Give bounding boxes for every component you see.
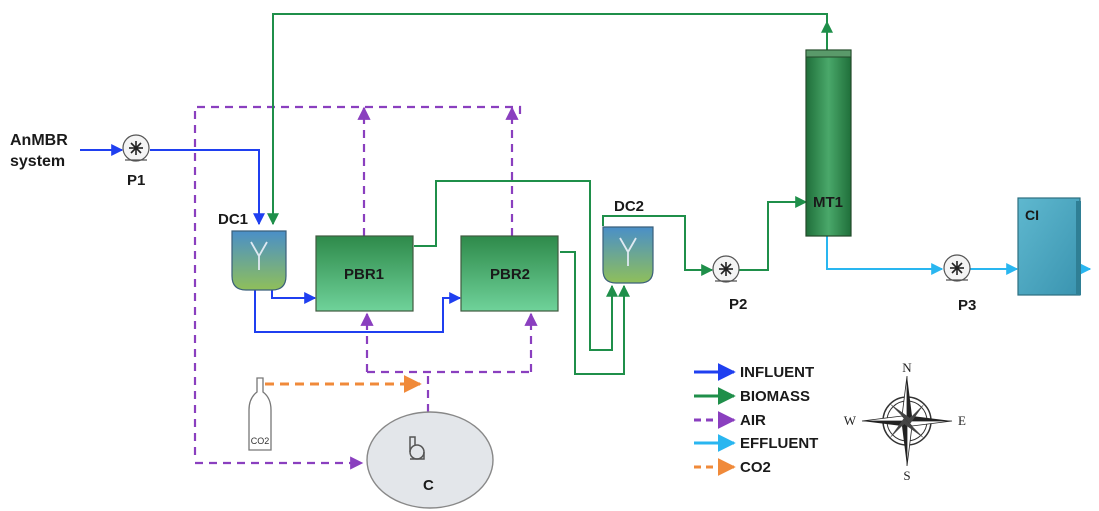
membrane-tank-mt1[interactable]: MT1 xyxy=(805,49,852,237)
legend-item-air: AIR xyxy=(694,411,766,429)
legend-label: AIR xyxy=(740,412,766,429)
pbr2-label: PBR2 xyxy=(490,266,530,283)
biomass-pbr1-to-dc2 xyxy=(414,180,618,351)
decanter-y-icon xyxy=(619,237,637,266)
biomass-pbr2-to-dc2 xyxy=(560,251,630,375)
co2-bottle: CO2 xyxy=(248,377,272,451)
biomass-streams xyxy=(267,13,833,375)
source-label-line2: system xyxy=(10,153,65,170)
biomass-dc2-to-p2 xyxy=(602,215,714,276)
pump-impeller-icon xyxy=(950,261,964,275)
pump-p1-label: P1 xyxy=(127,172,145,189)
decanter-dc2[interactable]: DC2 xyxy=(602,198,654,284)
mt1-label: MT1 xyxy=(813,194,843,211)
compass-n: N xyxy=(902,360,912,375)
legend-label: BIOMASS xyxy=(740,388,810,405)
compressor-c[interactable]: C xyxy=(366,411,494,509)
legend-item-influent: INFLUENT xyxy=(694,363,814,381)
decanter-y-icon xyxy=(250,241,268,270)
pump-impeller-icon xyxy=(719,262,733,276)
pump-p3-label: P3 xyxy=(958,297,976,314)
source-label-line1: AnMBR xyxy=(10,132,68,149)
biomass-recycle-top xyxy=(267,13,828,226)
ci-label: CI xyxy=(1025,207,1039,223)
influent-dc1-to-pbr2 xyxy=(254,286,462,333)
effluent-mt1-to-p3 xyxy=(826,236,944,275)
pump-p1[interactable]: P1 xyxy=(122,134,150,189)
photobioreactor-pbr2[interactable]: PBR2 xyxy=(460,235,559,312)
legend-item-effluent: EFFLUENT xyxy=(694,434,818,452)
dc1-label: DC1 xyxy=(218,211,248,228)
influent-p1-to-dc1 xyxy=(150,149,265,226)
dc2-label: DC2 xyxy=(614,198,644,215)
legend-item-co2: CO2 xyxy=(694,458,771,476)
co2-bottle-label: CO2 xyxy=(251,436,270,446)
air-streams xyxy=(193,105,538,470)
legend-label: INFLUENT xyxy=(740,364,814,381)
compass-e: E xyxy=(958,413,966,428)
pump-impeller-icon xyxy=(129,141,143,155)
legend-label: CO2 xyxy=(740,459,771,476)
compressor-label: C xyxy=(423,477,434,494)
compass-s: S xyxy=(903,468,910,483)
biomass-p2-to-mt1 xyxy=(739,196,808,271)
legend-item-biomass: BIOMASS xyxy=(694,387,810,405)
legend: INFLUENT BIOMASS AIR EFFLUENT CO2 xyxy=(694,363,818,476)
decanter-dc1[interactable]: DC1 xyxy=(218,211,287,291)
photobioreactor-pbr1[interactable]: PBR1 xyxy=(315,235,414,312)
pump-p2-label: P2 xyxy=(729,296,747,313)
influent-streams xyxy=(80,144,462,333)
compass-w: W xyxy=(844,413,857,428)
pump-p2[interactable]: P2 xyxy=(712,255,747,313)
legend-label: EFFLUENT xyxy=(740,435,818,452)
compressor-icon xyxy=(409,436,425,460)
clarifier-ci[interactable]: CI xyxy=(1017,197,1081,296)
compass-rose-icon: N S W E xyxy=(844,360,966,483)
pbr1-label: PBR1 xyxy=(344,266,384,283)
pump-p3[interactable]: P3 xyxy=(943,254,976,314)
